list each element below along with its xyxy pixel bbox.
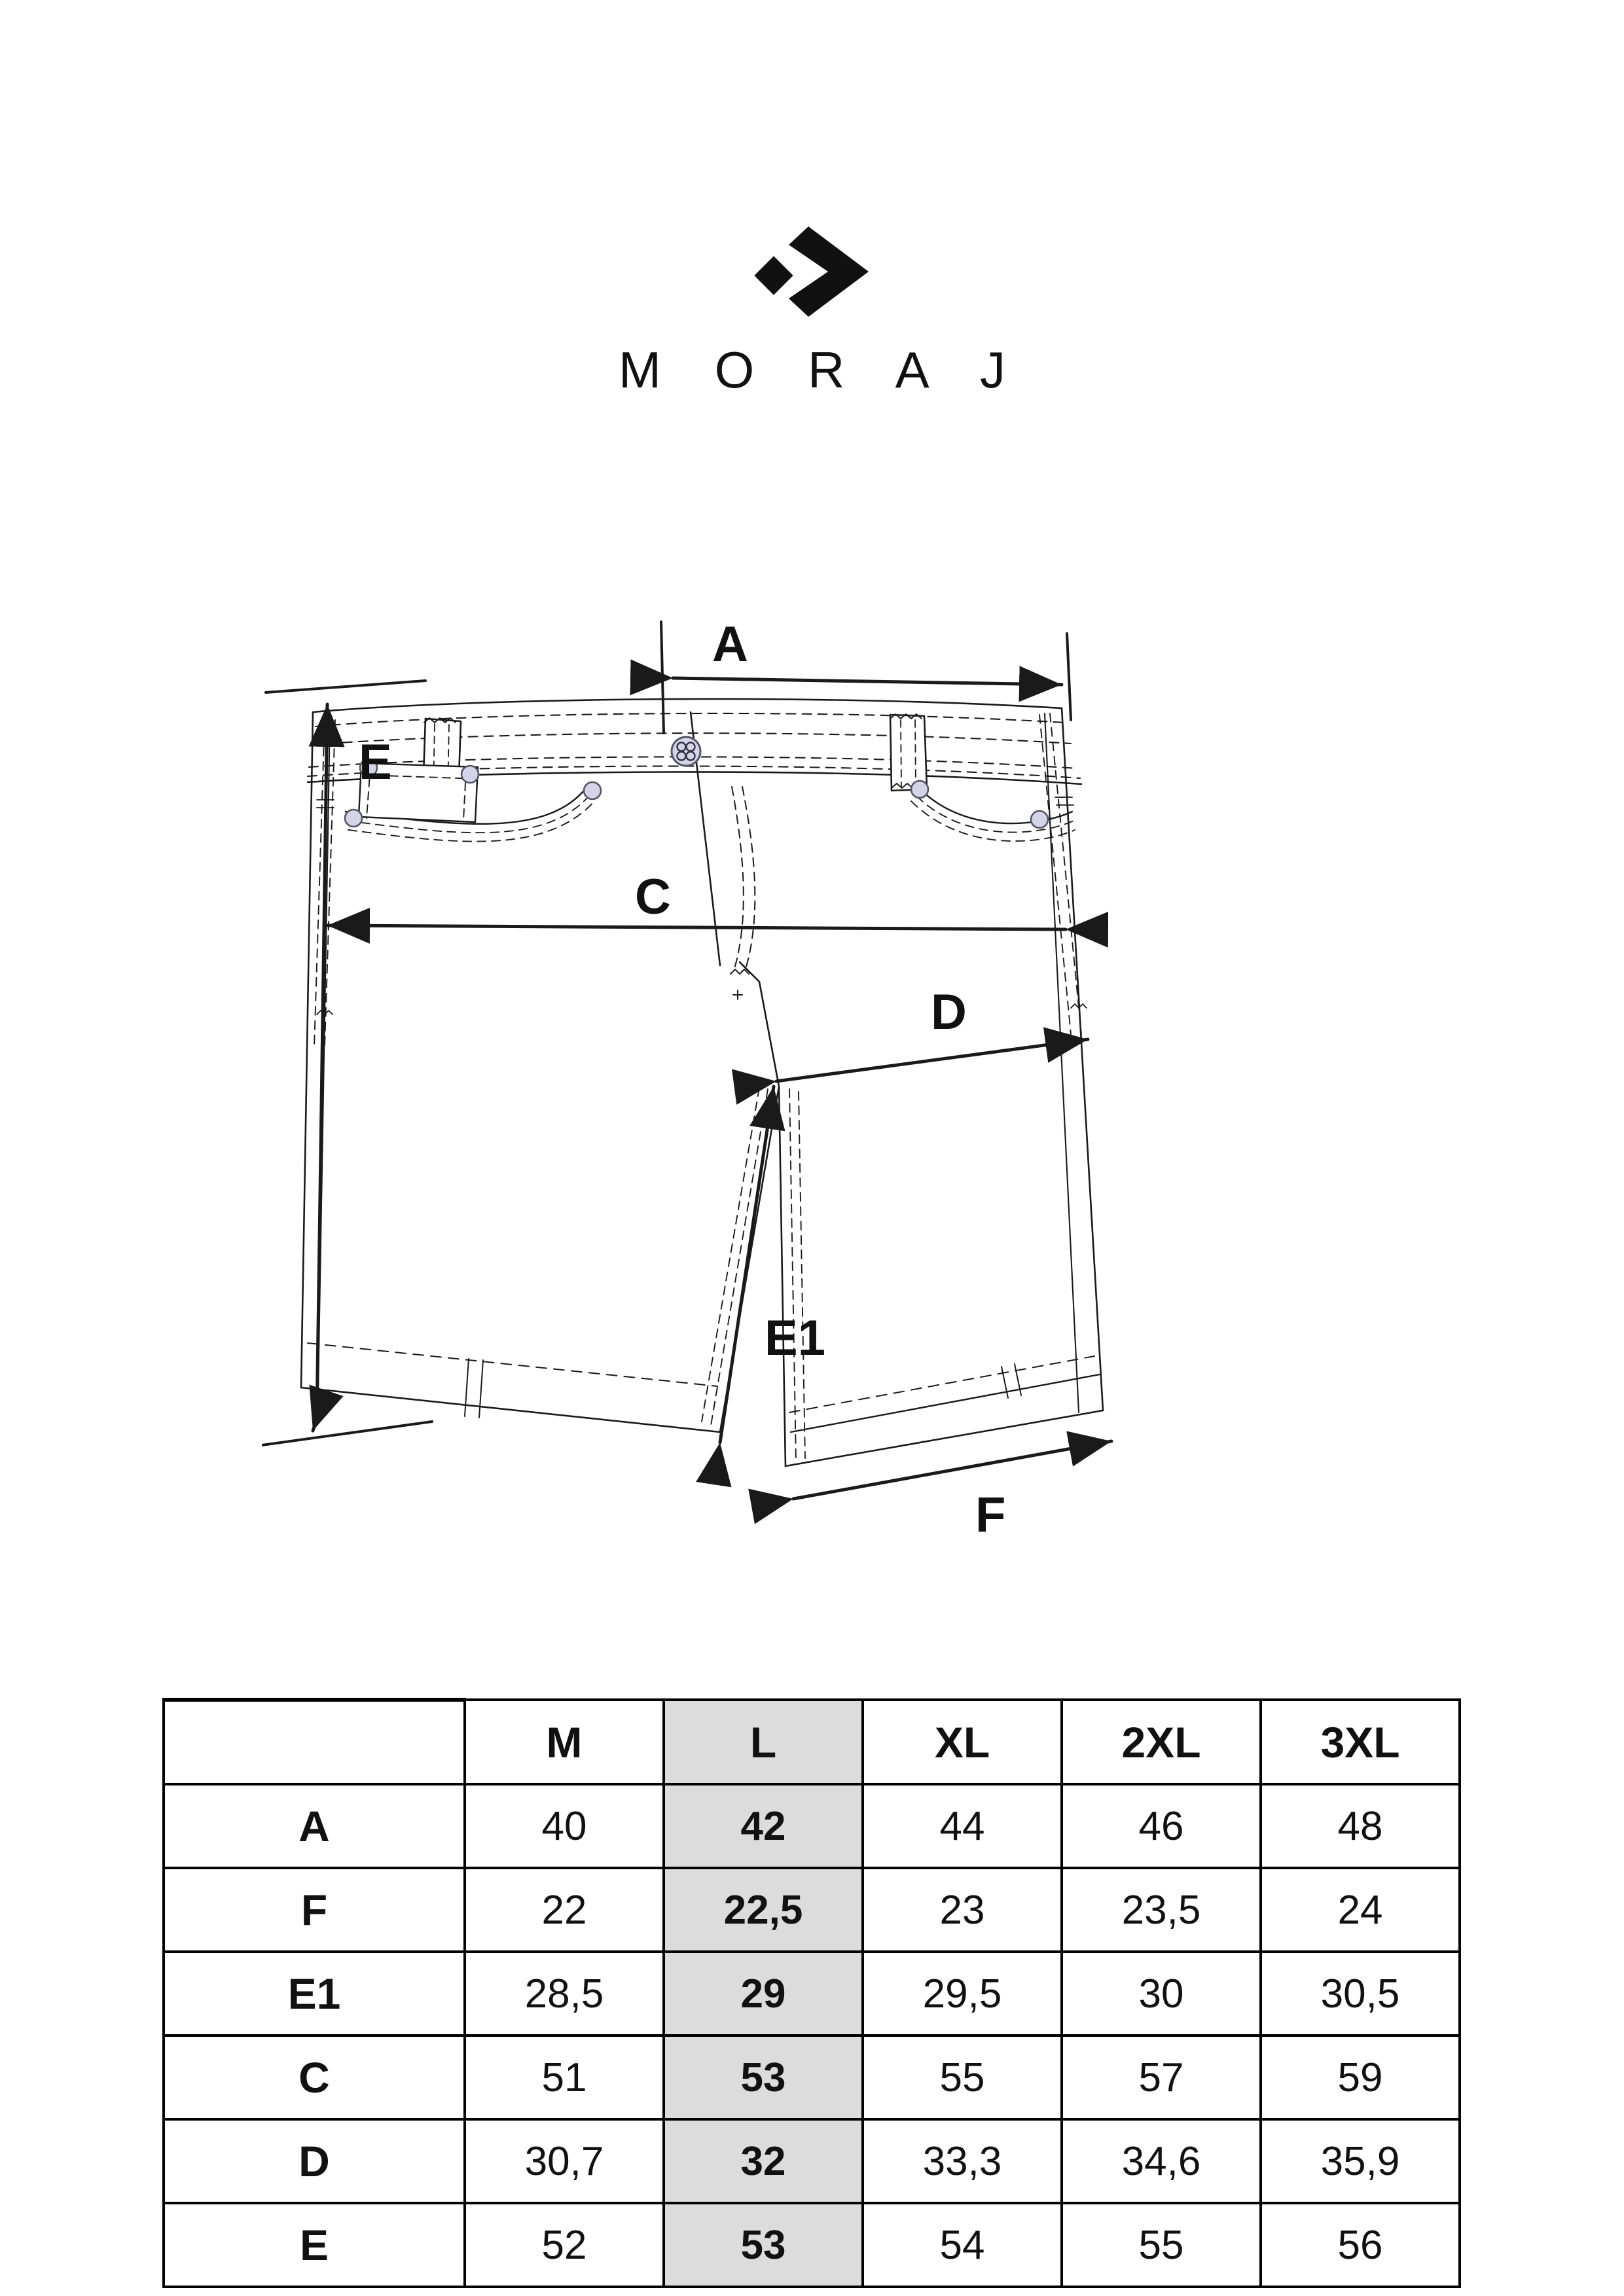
inseam-stitching bbox=[701, 1087, 806, 1462]
pocket-left bbox=[344, 762, 596, 842]
cell-c-m: 51 bbox=[463, 2034, 665, 2121]
cell-e1-3xl: 30,5 bbox=[1259, 1950, 1461, 2037]
brand-name: M O R A J bbox=[618, 341, 1026, 399]
cell-e-2xl: 55 bbox=[1060, 2202, 1262, 2288]
cell-a-m: 40 bbox=[463, 1783, 665, 1869]
table-corner-cell bbox=[162, 1698, 466, 1785]
dimension-E1 bbox=[696, 1085, 785, 1488]
cell-a-xl: 44 bbox=[861, 1783, 1063, 1869]
row-label-e: E bbox=[162, 2202, 466, 2288]
cell-e-l: 53 bbox=[662, 2202, 864, 2288]
row-label-a: A bbox=[162, 1783, 466, 1869]
hem-left bbox=[307, 1342, 718, 1418]
side-seam-bartack bbox=[316, 797, 1087, 1015]
table-row: A 40 42 44 46 48 bbox=[162, 1783, 1461, 1869]
cell-c-l: 53 bbox=[662, 2034, 864, 2121]
cell-f-m: 22 bbox=[463, 1867, 665, 1953]
table-row: D 30,7 32 33,3 34,6 35,9 bbox=[162, 2118, 1461, 2204]
column-header-m: M bbox=[463, 1698, 665, 1785]
table-header-row: M L XL 2XL 3XL bbox=[162, 1698, 1461, 1785]
cell-e1-l: 29 bbox=[662, 1950, 864, 2037]
column-header-l: L bbox=[662, 1698, 864, 1785]
size-chart: M L XL 2XL 3XL A 40 42 44 46 48 F 22 22,… bbox=[162, 1698, 1461, 2288]
size-table: M L XL 2XL 3XL A 40 42 44 46 48 F 22 22,… bbox=[162, 1698, 1461, 2288]
row-label-e1: E1 bbox=[162, 1950, 466, 2037]
cell-d-l: 32 bbox=[662, 2118, 864, 2204]
dimension-label-D: D bbox=[931, 984, 967, 1040]
cell-c-2xl: 57 bbox=[1060, 2034, 1262, 2121]
table-row: E 52 53 54 55 56 bbox=[162, 2202, 1461, 2288]
dimension-C bbox=[325, 907, 1109, 948]
waistband-button-icon bbox=[670, 736, 702, 767]
technical-drawing: A E C D E1 F bbox=[262, 615, 1244, 1597]
row-label-d: D bbox=[162, 2118, 466, 2204]
cell-f-l: 22,5 bbox=[662, 1867, 864, 1953]
column-header-xl: XL bbox=[861, 1698, 1063, 1785]
cell-f-3xl: 24 bbox=[1259, 1867, 1461, 1953]
cell-f-xl: 23 bbox=[861, 1867, 1063, 1953]
cell-d-3xl: 35,9 bbox=[1259, 2118, 1461, 2204]
cell-a-2xl: 46 bbox=[1060, 1783, 1262, 1869]
cell-e-m: 52 bbox=[463, 2202, 665, 2288]
dimension-F bbox=[748, 1431, 1113, 1524]
dimension-E bbox=[262, 679, 433, 1446]
cell-c-xl: 55 bbox=[861, 2034, 1063, 2121]
dimension-label-E: E bbox=[359, 734, 392, 790]
column-header-2xl: 2XL bbox=[1060, 1698, 1262, 1785]
rivets bbox=[344, 758, 1049, 829]
cell-d-m: 30,7 bbox=[463, 2118, 665, 2204]
dimension-label-F: F bbox=[975, 1487, 1005, 1543]
pocket-right bbox=[911, 789, 1075, 842]
column-header-3xl: 3XL bbox=[1259, 1698, 1461, 1785]
cell-e-xl: 54 bbox=[861, 2202, 1063, 2288]
table-row: F 22 22,5 23 23,5 24 bbox=[162, 1867, 1461, 1953]
side-seam-stitching bbox=[314, 713, 1082, 1048]
moraj-chevron-logo-icon bbox=[753, 226, 869, 317]
fly-stitching bbox=[731, 786, 756, 972]
dimension-D bbox=[731, 1027, 1090, 1105]
dimension-label-C: C bbox=[635, 869, 671, 925]
dimension-label-A: A bbox=[712, 617, 748, 672]
table-row: C 51 53 55 57 59 bbox=[162, 2034, 1461, 2121]
crotch-bartack bbox=[730, 969, 749, 1000]
belt-loop-right bbox=[889, 713, 928, 792]
cell-e1-m: 28,5 bbox=[463, 1950, 665, 2037]
dimension-label-E1: E1 bbox=[765, 1310, 825, 1366]
brand-header: M O R A J bbox=[0, 223, 1624, 400]
cell-e-3xl: 56 bbox=[1259, 2202, 1461, 2288]
cell-d-xl: 33,3 bbox=[861, 2118, 1063, 2204]
cell-d-2xl: 34,6 bbox=[1060, 2118, 1262, 2204]
cell-f-2xl: 23,5 bbox=[1060, 1867, 1262, 1953]
cell-c-3xl: 59 bbox=[1259, 2034, 1461, 2121]
cell-e1-2xl: 30 bbox=[1060, 1950, 1262, 2037]
shorts-flat-sketch: A E C D E1 F bbox=[262, 617, 1113, 1543]
row-label-c: C bbox=[162, 2034, 466, 2121]
cell-a-l: 42 bbox=[662, 1783, 864, 1869]
table-row: E1 28,5 29 29,5 30 30,5 bbox=[162, 1950, 1461, 2037]
row-label-f: F bbox=[162, 1867, 466, 1953]
hem-right bbox=[789, 1355, 1101, 1433]
cell-a-3xl: 48 bbox=[1259, 1783, 1461, 1869]
dimension-A bbox=[630, 620, 1072, 734]
cell-e1-xl: 29,5 bbox=[861, 1950, 1063, 2037]
